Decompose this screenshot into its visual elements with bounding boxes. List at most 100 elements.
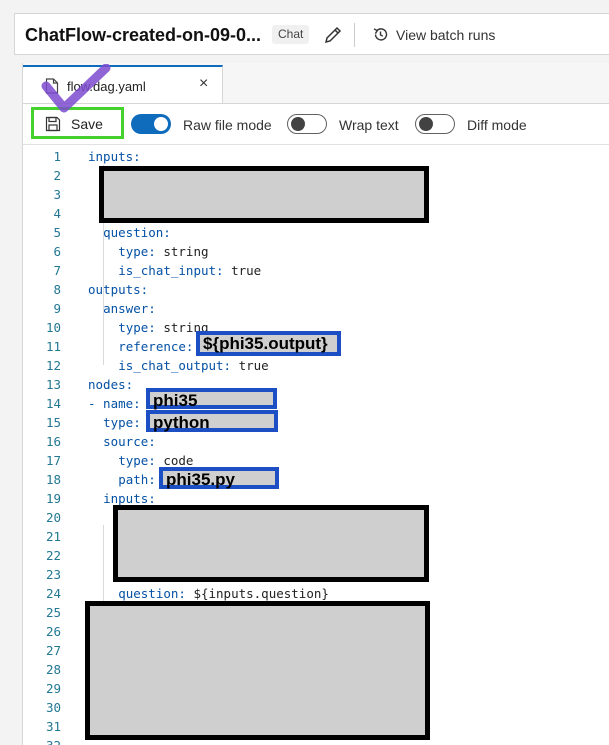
code-line[interactable]: 19 inputs: bbox=[23, 489, 609, 508]
yaml-value: ${inputs.question} bbox=[185, 586, 329, 601]
checkmark-icon bbox=[41, 64, 111, 113]
code-text: question: ${inputs.question} bbox=[118, 584, 329, 603]
redaction-box bbox=[85, 601, 430, 740]
line-number: 10 bbox=[45, 320, 61, 335]
code-text: type: bbox=[103, 413, 141, 432]
code-text: path: bbox=[118, 470, 156, 489]
line-number: 6 bbox=[53, 244, 61, 259]
yaml-key: inputs: bbox=[88, 149, 141, 164]
line-number: 12 bbox=[45, 358, 61, 373]
line-number: 1 bbox=[53, 149, 61, 164]
save-label: Save bbox=[71, 116, 103, 132]
diff-mode-toggle[interactable] bbox=[415, 114, 455, 134]
code-line[interactable]: 5 question: bbox=[23, 223, 609, 242]
code-line[interactable]: 12 is_chat_output: true bbox=[23, 356, 609, 375]
redaction-box bbox=[99, 166, 429, 223]
line-number: 32 bbox=[23, 736, 61, 745]
close-icon[interactable]: × bbox=[199, 75, 209, 92]
line-number: 28 bbox=[45, 662, 61, 677]
annotation-path: phi35.py bbox=[159, 467, 279, 489]
editor-toolbar: Save Raw file mode Wrap text Diff mode bbox=[23, 104, 609, 145]
code-text: outputs: bbox=[88, 280, 148, 299]
code-line[interactable]: 11 reference: bbox=[23, 337, 609, 356]
pencil-icon[interactable] bbox=[322, 24, 344, 46]
flow-header: ChatFlow-created-on-09-0... Chat View ba… bbox=[14, 13, 609, 55]
yaml-key: type: bbox=[118, 320, 156, 335]
yaml-value: string bbox=[155, 244, 209, 259]
code-line[interactable]: 17 type: code bbox=[23, 451, 609, 470]
line-number: 22 bbox=[45, 548, 61, 563]
yaml-key: is_chat_output: bbox=[118, 358, 232, 373]
save-button[interactable]: Save bbox=[31, 107, 124, 139]
annotation-name: phi35 bbox=[146, 388, 277, 410]
code-line[interactable]: 24 question: ${inputs.question} bbox=[23, 584, 609, 603]
annotation-type: python bbox=[146, 410, 278, 432]
code-line[interactable]: 15 type: bbox=[23, 413, 609, 432]
flow-title: ChatFlow-created-on-09-0... bbox=[25, 25, 262, 45]
code-line[interactable]: 1 inputs: bbox=[23, 147, 609, 166]
line-number: 4 bbox=[53, 206, 61, 221]
flow-type-badge: Chat bbox=[272, 25, 310, 44]
code-text: is_chat_input: true bbox=[118, 261, 261, 280]
yaml-value: code bbox=[155, 453, 194, 468]
code-line[interactable]: 6 type: string bbox=[23, 242, 609, 261]
code-line[interactable]: 18 path: bbox=[23, 470, 609, 489]
line-number: 26 bbox=[45, 624, 61, 639]
code-text: source: bbox=[103, 432, 156, 451]
line-number: 5 bbox=[53, 225, 61, 240]
code-text: - name: bbox=[88, 394, 141, 413]
line-number: 18 bbox=[45, 472, 61, 487]
code-text: question: bbox=[103, 223, 171, 242]
yaml-value: true bbox=[223, 263, 262, 278]
code-text: type: code bbox=[118, 451, 193, 470]
line-number: 2 bbox=[53, 168, 61, 183]
code-text: nodes: bbox=[88, 375, 133, 394]
yaml-key: type: bbox=[118, 244, 156, 259]
yaml-key: path: bbox=[118, 472, 156, 487]
code-text: type: string bbox=[118, 242, 208, 261]
raw-file-mode-toggle[interactable] bbox=[131, 114, 171, 134]
view-batch-runs-button[interactable]: View batch runs bbox=[396, 27, 496, 43]
line-number: 21 bbox=[45, 529, 61, 544]
line-number: 19 bbox=[45, 491, 61, 506]
yaml-key: outputs: bbox=[88, 282, 149, 297]
line-number: 8 bbox=[53, 282, 61, 297]
code-text: type: string bbox=[118, 318, 208, 337]
wrap-text-toggle[interactable] bbox=[287, 114, 327, 134]
yaml-key: is_chat_input: bbox=[118, 263, 224, 278]
line-number: 31 bbox=[45, 719, 61, 734]
code-line[interactable]: 9 answer: bbox=[23, 299, 609, 318]
line-number: 11 bbox=[45, 339, 61, 354]
code-text: answer: bbox=[103, 299, 156, 318]
yaml-key: question: bbox=[103, 225, 171, 240]
code-line[interactable]: 14- name: bbox=[23, 394, 609, 413]
code-text: is_chat_output: true bbox=[118, 356, 269, 375]
save-icon bbox=[45, 116, 61, 132]
line-number: 25 bbox=[45, 605, 61, 620]
raw-file-mode-label: Raw file mode bbox=[183, 117, 272, 133]
line-number: 29 bbox=[45, 681, 61, 696]
code-line[interactable]: 8 outputs: bbox=[23, 280, 609, 299]
line-number: 3 bbox=[53, 187, 61, 202]
line-number: 9 bbox=[53, 301, 61, 316]
yaml-key: reference: bbox=[118, 339, 194, 354]
annotation-reference: ${phi35.output} bbox=[196, 331, 341, 356]
yaml-key: inputs: bbox=[103, 491, 156, 506]
yaml-key: source: bbox=[103, 434, 156, 449]
yaml-value: true bbox=[231, 358, 269, 373]
history-icon[interactable] bbox=[372, 26, 389, 43]
line-number: 24 bbox=[45, 586, 61, 601]
code-line[interactable]: 32 bbox=[23, 736, 609, 745]
yaml-key: nodes: bbox=[88, 377, 134, 392]
line-number: 30 bbox=[45, 700, 61, 715]
line-number: 17 bbox=[45, 453, 61, 468]
yaml-key: type: bbox=[103, 415, 141, 430]
line-number: 15 bbox=[45, 415, 61, 430]
editor-panel: flow.dag.yaml × Save Raw file mode Wrap … bbox=[22, 63, 609, 745]
line-number: 27 bbox=[45, 643, 61, 658]
code-text: inputs: bbox=[103, 489, 156, 508]
yaml-key: question: bbox=[118, 586, 186, 601]
